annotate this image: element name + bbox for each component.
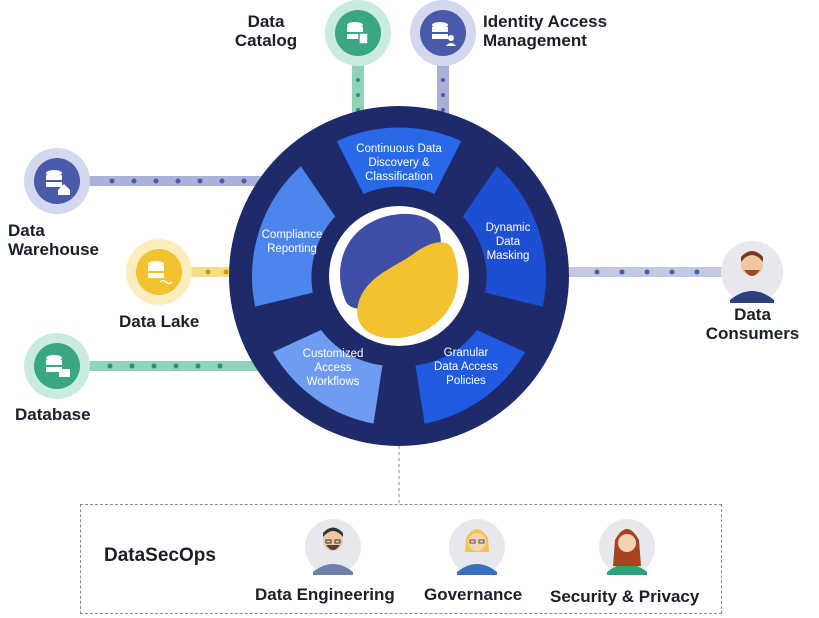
workflows-label: Customized Access Workflows [302, 348, 364, 388]
data-warehouse-label: Data Warehouse [8, 221, 100, 259]
data-catalog-icon [325, 0, 391, 66]
discovery-label: Continuous Data Discovery & Classificati… [356, 143, 442, 183]
data-warehouse-icon [24, 148, 90, 214]
database-icon [24, 333, 90, 399]
segment-policies [405, 319, 536, 434]
capability-segments [243, 118, 555, 434]
role-governance: Governance [424, 585, 523, 604]
segment-discovery [326, 118, 472, 205]
masking-label: Dynamic Data Masking [485, 222, 531, 262]
datasecops-title: DataSecOps [104, 545, 216, 566]
data-lake-icon [126, 239, 192, 305]
policies-label: Granular Data Access Policies [434, 347, 498, 387]
identity-access-label: Identity Access Management [483, 12, 608, 50]
connector-dots [109, 178, 700, 275]
governance-avatar [449, 519, 505, 575]
data-lake-label: Data Lake [119, 312, 200, 331]
data-consumers-label: Data Consumers [705, 305, 800, 343]
center-logo [329, 206, 469, 346]
data-catalog-label: Data Catalog [234, 12, 298, 50]
iam-connector [437, 62, 449, 120]
catalog-connector [352, 62, 364, 120]
segment-compliance [243, 155, 346, 317]
security-privacy-avatar [599, 519, 655, 575]
identity-access-icon [410, 0, 476, 66]
compliance-label: Compliance Reporting [261, 229, 323, 255]
role-data-engineering: Data Engineering [255, 585, 395, 604]
segment-workflows [262, 319, 393, 434]
data-consumers-avatar [721, 241, 783, 303]
database-label: Database [15, 405, 91, 424]
datasecops-box [80, 504, 722, 614]
data-engineering-avatar [305, 519, 361, 575]
segment-masking [452, 155, 555, 317]
role-security-privacy: Security & Privacy [550, 587, 700, 606]
